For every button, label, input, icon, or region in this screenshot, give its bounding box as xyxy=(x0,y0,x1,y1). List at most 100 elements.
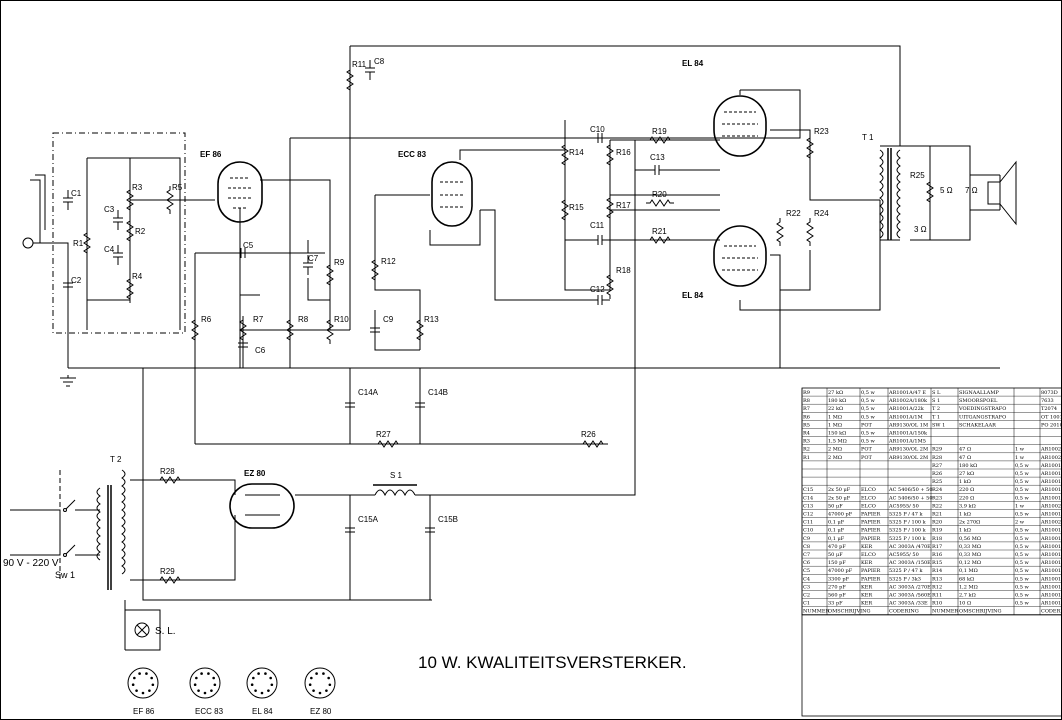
label-r20: R20 xyxy=(652,190,667,199)
table-cell: 0,5 w xyxy=(1015,593,1030,599)
table-cell: 47000 pF xyxy=(828,568,853,574)
table-cell: C9 xyxy=(803,536,810,542)
label-pilot-lamp: S. L. xyxy=(155,626,176,637)
table-cell: AC 3003A /470E xyxy=(888,544,931,550)
label-c3: C3 xyxy=(104,205,115,214)
table-cell: KER xyxy=(861,560,872,566)
tube-ecc83 xyxy=(431,161,473,227)
table-cell: 0,5 w xyxy=(861,390,876,396)
table-cell: AR1001A/47 E xyxy=(888,390,926,396)
table-cell: R5 xyxy=(803,422,810,428)
table-cell: 0,5 w xyxy=(1015,584,1030,590)
label-r7: R7 xyxy=(253,315,264,324)
label-r22: R22 xyxy=(786,209,801,218)
table-cell: R9 xyxy=(803,390,810,396)
socket-label: EZ 80 xyxy=(310,707,332,716)
label-r10: R10 xyxy=(334,315,349,324)
table-cell: C8 xyxy=(803,544,810,550)
capacitor-c7: C7 xyxy=(302,254,319,276)
table-cell: AR9130/OL 2M xyxy=(888,447,928,453)
resistor-r17: R17 xyxy=(606,193,631,223)
table-header: OMSCHRIJVING xyxy=(828,609,871,615)
table-cell: C1 xyxy=(803,601,810,607)
resistor-r15: R15 xyxy=(561,195,584,225)
label-r3: R3 xyxy=(132,183,143,192)
table-cell: 50 μF xyxy=(828,503,843,509)
label-c8: C8 xyxy=(374,57,385,66)
table-cell: 0,5 w xyxy=(861,406,876,412)
label-mains-voltage: 90 V - 220 V xyxy=(3,558,59,569)
capacitor-c15a: C15A xyxy=(344,515,379,541)
label-c12: C12 xyxy=(590,285,605,294)
table-header: NUMMER xyxy=(932,609,958,615)
table-cell: 0,33 MΩ xyxy=(959,544,981,550)
label-ez80: EZ 80 xyxy=(244,469,266,478)
label-tap-3ohm: 3 Ω xyxy=(914,225,927,234)
table-cell: C10 xyxy=(803,528,813,534)
table-cell: POT xyxy=(861,447,872,453)
table-header: CODERING xyxy=(1041,609,1062,615)
table-cell: AR1002A/47 E xyxy=(1040,447,1062,453)
table-cell: R7 xyxy=(803,406,810,412)
table-cell: 1 w xyxy=(1015,503,1025,509)
table-cell: AR1001A/150k xyxy=(888,431,928,437)
table-cell: 5325 P / 47 k xyxy=(889,568,923,574)
table-cell: AR9130/OL 1M xyxy=(888,422,928,428)
table-cell: AR1001A/22k xyxy=(888,406,925,412)
table-cell: R13 xyxy=(932,576,942,582)
table-cell: 150 kΩ xyxy=(828,431,846,437)
table-cell: AR1001A/1k xyxy=(1040,528,1062,534)
table-cell: AC 3003A /270E xyxy=(888,584,931,590)
table-cell: C15 xyxy=(803,487,813,493)
resistor-r23: R23 xyxy=(806,127,829,163)
resistor-r2: R2 xyxy=(126,216,146,246)
label-el84-top: EL 84 xyxy=(682,59,704,68)
table-cell: VOEDINGSTRAFO xyxy=(958,406,1006,412)
table-cell: AR1002A/270E xyxy=(1040,520,1062,526)
resistor-r21: R21 xyxy=(645,227,675,244)
label-r5: R5 xyxy=(172,183,183,192)
resistor-r9: R9 xyxy=(326,258,345,290)
mains-switch[interactable] xyxy=(63,499,76,557)
table-cell: 0,5 w xyxy=(861,414,876,420)
label-r19: R19 xyxy=(652,127,667,136)
table-cell: 5325 P / 100 k xyxy=(889,520,927,526)
label-r27: R27 xyxy=(376,430,391,439)
label-r15: R15 xyxy=(569,203,584,212)
table-cell: 0,5 w xyxy=(1015,528,1030,534)
socket-4: EZ 80 xyxy=(304,667,336,716)
table-cell: 1 kΩ xyxy=(959,512,971,518)
table-cell: R4 xyxy=(803,431,810,437)
table-cell: C13 xyxy=(803,503,813,509)
mains-transformer-t2 xyxy=(59,469,126,590)
table-cell: 22 kΩ xyxy=(828,406,843,412)
table-cell: 0,1 μF xyxy=(828,520,845,526)
table-cell: AR1001A/68k xyxy=(1040,576,1062,582)
resistor-r12: R12 xyxy=(371,255,396,285)
label-r26: R26 xyxy=(581,430,596,439)
label-r23: R23 xyxy=(814,127,829,136)
table-cell: R6 xyxy=(803,414,810,420)
table-cell: PAPIER xyxy=(861,576,881,582)
label-t2: T 2 xyxy=(110,455,122,464)
ground-symbol xyxy=(60,375,76,387)
label-s1: S 1 xyxy=(390,471,403,480)
table-cell: 0,5 w xyxy=(861,431,876,437)
table-cell: PAPIER xyxy=(861,568,881,574)
input-jack-icon[interactable] xyxy=(22,174,46,249)
label-r21: R21 xyxy=(652,227,667,236)
table-cell: 1 w xyxy=(1015,455,1025,461)
capacitor-c15b: C15B xyxy=(424,515,458,541)
label-r25: R25 xyxy=(910,171,925,180)
table-cell: R20 xyxy=(932,520,942,526)
table-cell: 1 kΩ xyxy=(959,479,971,485)
table-cell: 270 pF xyxy=(828,584,846,590)
label-c15b: C15B xyxy=(438,515,458,524)
label-r1: R1 xyxy=(73,239,84,248)
table-cell: AR1001A/180k xyxy=(1040,463,1062,469)
table-cell: AC 3003A /33E xyxy=(888,601,928,607)
table-cell: PAPIER xyxy=(861,520,881,526)
table-cell: 47 Ω xyxy=(959,447,971,453)
output-transformer-t1 xyxy=(879,148,901,240)
table-cell: 0,1 μF xyxy=(828,528,845,534)
